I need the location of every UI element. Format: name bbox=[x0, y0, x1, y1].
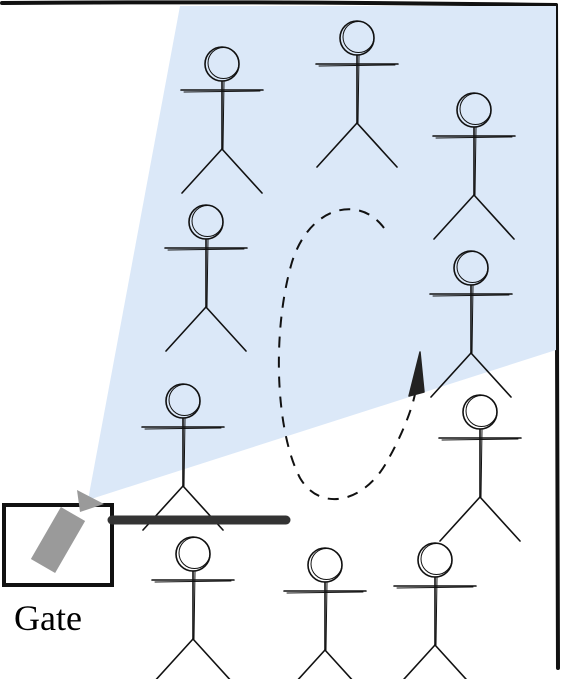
figure-head-sketch bbox=[207, 47, 240, 79]
room-walls bbox=[0, 0, 560, 670]
figure-right-leg bbox=[324, 649, 353, 679]
figure-body-sketch bbox=[183, 417, 186, 487]
figure-right-leg bbox=[470, 352, 512, 398]
figure-body-sketch bbox=[471, 284, 474, 354]
stick-figure bbox=[432, 92, 516, 240]
camera-icon bbox=[30, 490, 104, 573]
gate bbox=[2, 490, 291, 587]
figure-right-leg bbox=[192, 638, 231, 679]
figure-right-leg bbox=[356, 122, 398, 168]
stick-figure bbox=[393, 542, 477, 679]
figure-arms-sketch bbox=[144, 427, 222, 430]
dashed-loop-path bbox=[277, 208, 417, 501]
figure-right-leg bbox=[473, 194, 515, 240]
figure-left-leg bbox=[155, 638, 194, 679]
figure-body-sketch bbox=[222, 80, 225, 150]
figure-body-sketch bbox=[435, 576, 438, 646]
stick-figure bbox=[283, 547, 367, 679]
stick-figure bbox=[151, 536, 235, 679]
figure-left-leg bbox=[297, 649, 326, 679]
camera-field-of-view bbox=[88, 6, 556, 500]
figure-head-sketch bbox=[456, 251, 489, 283]
figure-left-leg bbox=[433, 194, 475, 240]
figure-arms-sketch bbox=[286, 591, 364, 594]
figure-right-leg bbox=[221, 148, 263, 194]
figure-left-leg bbox=[316, 122, 358, 168]
figure-head-sketch bbox=[465, 395, 498, 427]
figure-head-sketch bbox=[420, 543, 453, 575]
figure-left-leg bbox=[430, 352, 472, 398]
figure-head-sketch bbox=[459, 93, 492, 125]
figure-right-leg bbox=[479, 496, 521, 542]
figure-left-leg bbox=[403, 644, 436, 679]
right-wall bbox=[554, 3, 560, 670]
figure-head-sketch bbox=[168, 384, 201, 416]
figure-left-leg bbox=[165, 306, 207, 352]
gate-label: Gate bbox=[14, 598, 82, 638]
figure-body-sketch bbox=[325, 581, 328, 651]
figure-right-leg bbox=[434, 644, 467, 679]
figure-body-sketch bbox=[357, 54, 360, 124]
figure-body-sketch bbox=[193, 570, 196, 640]
stick-figure bbox=[438, 394, 522, 542]
figure-body-sketch bbox=[206, 238, 209, 308]
stick-figure bbox=[315, 20, 399, 168]
figure-arms-sketch bbox=[396, 586, 474, 589]
figure-arms-sketch bbox=[432, 294, 510, 297]
figure-left-leg bbox=[439, 496, 481, 542]
figure-arms-sketch bbox=[441, 438, 519, 441]
figure-head-sketch bbox=[342, 21, 375, 53]
figure-right-leg bbox=[205, 306, 247, 352]
figure-arms-sketch bbox=[167, 248, 245, 251]
path-arrowhead bbox=[408, 351, 425, 397]
figure-arms-sketch bbox=[435, 136, 513, 139]
figure-arms-sketch bbox=[318, 64, 396, 67]
figure-head-sketch bbox=[310, 548, 343, 580]
people-group bbox=[141, 20, 522, 679]
stick-figure bbox=[164, 204, 248, 352]
figure-arms-sketch bbox=[183, 90, 261, 93]
stick-figure bbox=[429, 250, 513, 398]
figure-head-sketch bbox=[191, 205, 224, 237]
figure-arms-sketch bbox=[154, 580, 232, 583]
figure-body-sketch bbox=[480, 428, 483, 498]
figure-head-sketch bbox=[178, 537, 211, 569]
top-wall bbox=[0, 0, 558, 7]
walking-path bbox=[277, 208, 425, 501]
stick-figure bbox=[180, 46, 264, 194]
figure-left-leg bbox=[181, 148, 223, 194]
figure-body-sketch bbox=[474, 126, 477, 196]
